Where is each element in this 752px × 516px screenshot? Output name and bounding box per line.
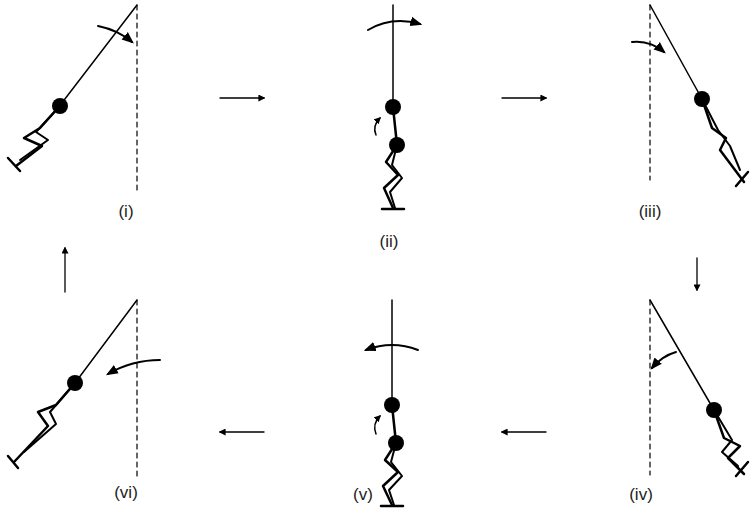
sequence-arrow (65, 98, 697, 432)
panel-label: (ii) (380, 233, 399, 252)
swing-panel (8, 5, 137, 192)
panel-label: (i) (118, 203, 133, 222)
panel-label: (vi) (114, 484, 138, 503)
swing-panel (366, 300, 418, 506)
swing-panel (650, 300, 748, 476)
swing-panel (632, 5, 748, 186)
swing-panel (368, 5, 420, 209)
panel-label: (iv) (629, 486, 653, 505)
swing-panel (8, 300, 160, 478)
panel-label: (iii) (639, 203, 662, 222)
panel-label: (v) (353, 486, 373, 505)
